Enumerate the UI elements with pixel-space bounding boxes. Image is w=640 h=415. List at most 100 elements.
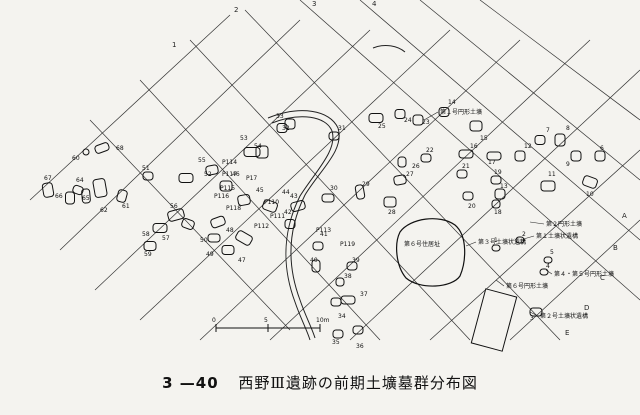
pit-outline [72, 184, 84, 196]
pit-number: 68 [116, 145, 124, 152]
pit-outline [335, 277, 345, 287]
pit-outline [397, 156, 407, 168]
grid-label: D [584, 304, 589, 312]
pit-number: 67 [44, 175, 52, 182]
pit-number: 35 [332, 339, 340, 346]
pit-number: 46 [232, 171, 240, 178]
grid-line-se [419, 0, 640, 181]
grid-line-se [189, 39, 471, 341]
pit-number: 34 [338, 313, 346, 320]
pit-number: 56 [170, 203, 178, 210]
grid-label: C [600, 274, 605, 282]
pit-outline [221, 245, 235, 255]
pit-outline [205, 164, 219, 176]
pit-outline [81, 188, 91, 204]
grid-label: 3 [312, 0, 316, 8]
pit-number: 8 [566, 125, 570, 132]
feature-annotation: 第２円形土壙 [546, 220, 582, 228]
pit-outline [543, 256, 553, 264]
pit-outline [534, 135, 546, 145]
pit-outline [514, 150, 526, 162]
pit-mark-label: P17 [246, 175, 257, 182]
figure-number: 3 —40 [162, 374, 219, 392]
leader-line [545, 269, 553, 275]
pit-outline [458, 149, 474, 159]
pit-outline [554, 133, 566, 147]
pit-label-layer: 6766646562616860585957565049484753545551… [44, 99, 604, 350]
pit-outline [494, 188, 506, 200]
pit-outline [276, 123, 288, 133]
pit-number: 3 [530, 315, 534, 322]
grid-line-ne [509, 219, 640, 341]
pit-mark-label: P112 [254, 223, 269, 230]
leader-line [495, 279, 505, 287]
pit-number: 51 [142, 165, 150, 172]
pit-outline [491, 244, 501, 252]
pit-number: 1 [494, 237, 498, 244]
pit-number: 15 [480, 135, 488, 142]
pit-mark-label: P110 [264, 199, 279, 206]
pit-outline [332, 329, 344, 339]
pit-outline [243, 147, 261, 157]
pit-number: 13 [500, 183, 508, 190]
pit-outline [582, 175, 598, 189]
grid-line-ne [139, 29, 451, 321]
scale-label: 5 [264, 317, 268, 324]
pit-number: 6 [600, 145, 604, 152]
pit-outline [354, 184, 366, 200]
grid-line-ne [59, 19, 301, 251]
pit-number: 47 [238, 257, 246, 264]
pit-outline [235, 230, 253, 246]
pit-number: 5 [550, 249, 554, 256]
pit-outline [490, 175, 502, 185]
pit-outline [420, 153, 432, 163]
pit-outline [368, 113, 384, 123]
grid-label: E [565, 329, 569, 337]
grid-line-se [479, 0, 640, 121]
pit-number: 41 [320, 231, 328, 238]
figure-caption: 3 —40 西野Ⅲ遺跡の前期土壙墓群分布図 [0, 372, 640, 393]
pit-outline [41, 182, 55, 198]
pit-mark-label: P113 [316, 227, 331, 234]
grid-label: 2 [234, 6, 238, 14]
pit-number: 22 [426, 147, 434, 154]
pit-outline [237, 194, 251, 206]
pit-outline [116, 189, 128, 203]
pit-number: 40 [310, 257, 318, 264]
pit-outline [152, 223, 168, 233]
pit-number: 59 [144, 251, 152, 258]
pit-number: 4 [546, 263, 550, 270]
pit-outline [515, 236, 525, 244]
pit-outline [167, 208, 185, 222]
pit-outline [142, 171, 154, 181]
pit-outline [394, 109, 406, 119]
pit-mark-label: P117 [222, 171, 237, 178]
pit-outline [207, 233, 221, 243]
pit-outline [393, 174, 407, 186]
pit-number: 57 [162, 235, 170, 242]
pit-outline [456, 169, 468, 179]
grid-line-se [359, 0, 640, 241]
pit-number: 7 [546, 127, 550, 134]
leader-line [465, 241, 477, 247]
pit-mark-label: P114 [222, 159, 237, 166]
pit-outline [255, 145, 269, 159]
pit-number: 64 [76, 177, 84, 184]
pit-number: 62 [100, 207, 108, 214]
pit-outline [219, 180, 233, 192]
road-edge [267, 110, 340, 339]
pit-number: 36 [356, 343, 364, 350]
pit-outline [594, 150, 606, 162]
pit-outline [178, 173, 194, 183]
feature-annotation: 第３号土壙状遺構 [478, 238, 526, 246]
pit-outline [412, 114, 424, 126]
pit-outline [65, 191, 75, 205]
road-edge [372, 44, 406, 53]
grid-line-se [89, 119, 291, 331]
pit-number: 19 [494, 169, 502, 176]
pit-number: 55 [198, 157, 206, 164]
pit-number: 65 [82, 195, 90, 202]
pit-outline [311, 259, 321, 273]
grid-line-ne [349, 69, 640, 341]
